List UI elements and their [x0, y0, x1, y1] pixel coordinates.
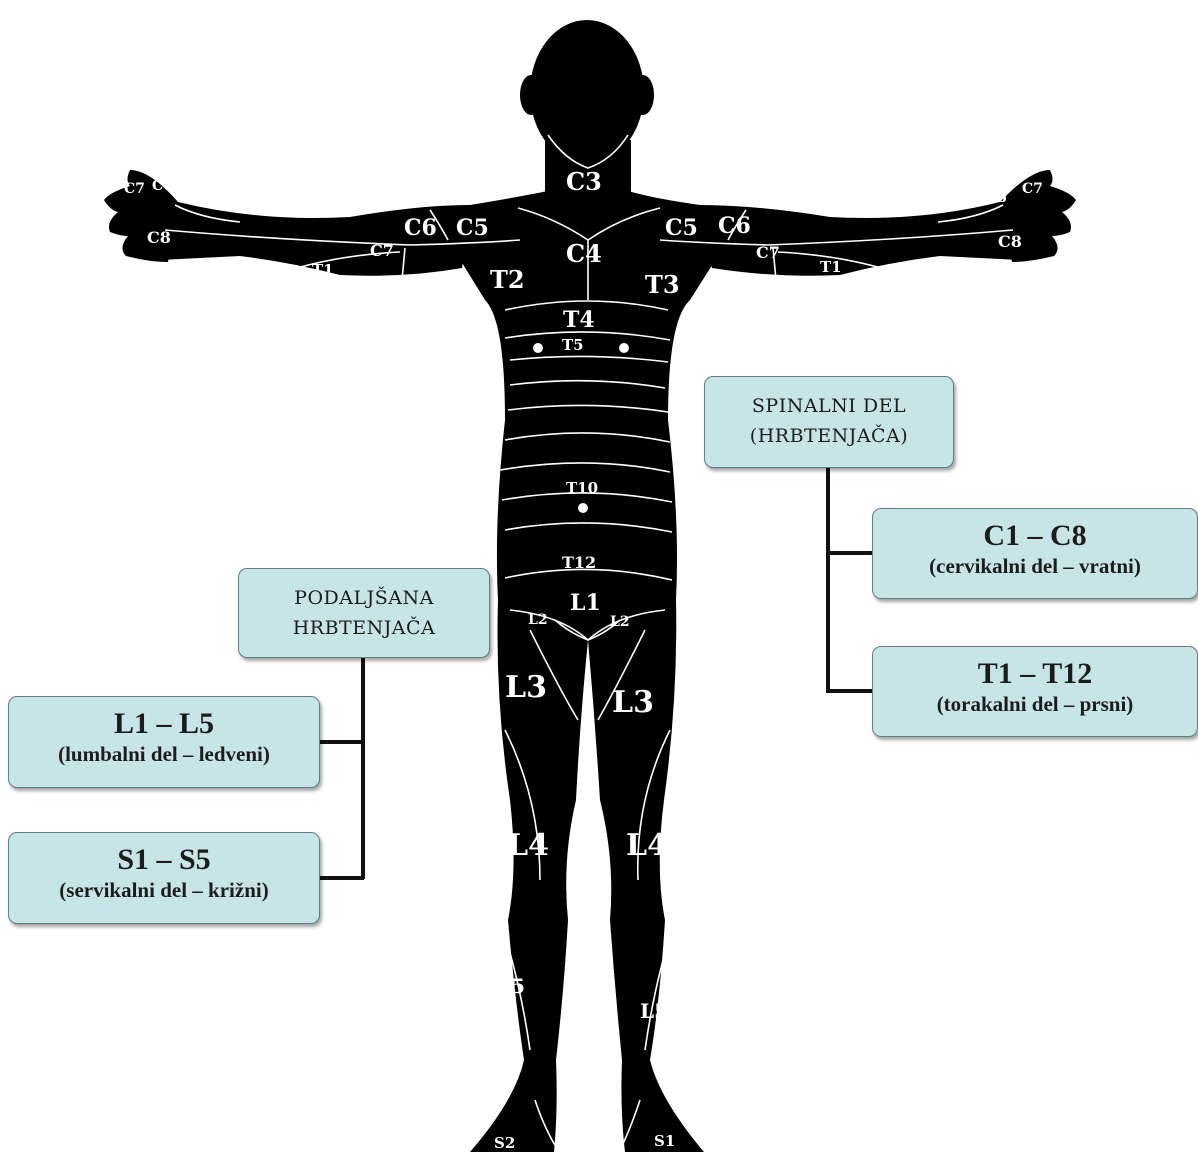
connector-right-t — [826, 689, 874, 693]
box-podaljsana-hrbtenjaca: PODALJŠANA HRBTENJAČA — [238, 568, 490, 658]
box-spinalni-del: SPINALNI DEL (HRBTENJAČA) — [704, 376, 954, 468]
box-t1-t12: T1 – T12 (torakalni del – prsni) — [872, 646, 1198, 737]
label-l4-right: L4 — [626, 828, 668, 863]
label-l5-right: L5 — [640, 999, 668, 1023]
label-t5: T5 — [562, 336, 584, 354]
label-l3-right: L3 — [612, 685, 654, 720]
box-s1-s5: S1 – S5 (servikalni del – križni) — [8, 832, 320, 924]
label-c6-hand-right: C6 — [986, 190, 1007, 206]
box-c1-c8-subtitle: (cervikalni del – vratni) — [873, 553, 1197, 579]
label-c4: C4 — [566, 239, 602, 268]
label-c8-right: C8 — [998, 232, 1022, 251]
label-t3: T3 — [645, 270, 680, 299]
label-c7-hand-left: C7 — [124, 181, 145, 197]
label-c7-hand-right: C7 — [1022, 181, 1043, 197]
label-c6-left: C6 — [404, 215, 437, 241]
label-l5-left: L5 — [497, 974, 525, 998]
box-c1-c8: C1 – C8 (cervikalni del – vratni) — [872, 508, 1198, 599]
label-c5-left: C5 — [456, 215, 489, 241]
label-l2-left: L2 — [528, 612, 548, 628]
box-t1-t12-title: T1 – T12 — [873, 657, 1197, 691]
label-s2: S2 — [494, 1134, 515, 1152]
box-l1-l5-title: L1 – L5 — [9, 707, 319, 741]
label-l1: L1 — [570, 590, 601, 616]
connector-right-vertical — [826, 468, 830, 692]
label-c7-right: C7 — [756, 243, 780, 262]
umbilicus-dot — [578, 503, 588, 513]
connector-left-vertical — [361, 656, 365, 879]
box-l1-l5: L1 – L5 (lumbalni del – ledveni) — [8, 696, 320, 788]
connector-left-l — [318, 740, 364, 744]
label-c6-right: C6 — [718, 213, 751, 239]
right-nipple-dot — [619, 343, 629, 353]
connector-left-s — [318, 876, 364, 880]
label-t10: T10 — [566, 479, 598, 497]
label-c3: C3 — [566, 167, 602, 196]
connector-right-c — [826, 551, 874, 555]
label-c5-right: C5 — [665, 215, 698, 241]
box-c1-c8-title: C1 – C8 — [873, 519, 1197, 553]
label-l4-left: L4 — [507, 828, 549, 863]
label-t2: T2 — [490, 265, 525, 294]
box-podaljsana-line2: HRBTENJAČA — [239, 613, 489, 643]
box-s1-s5-subtitle: (servikalni del – križni) — [9, 877, 319, 903]
label-c8-left: C8 — [147, 228, 171, 247]
box-l1-l5-subtitle: (lumbalni del – ledveni) — [9, 741, 319, 767]
left-nipple-dot — [533, 343, 543, 353]
label-t1-right: T1 — [820, 258, 842, 276]
label-l2-right: L2 — [610, 614, 630, 630]
label-t12: T12 — [562, 553, 596, 572]
label-c6-hand-left: C6 — [152, 178, 173, 194]
label-t1-left: T1 — [312, 261, 334, 279]
label-t4: T4 — [563, 307, 595, 333]
box-spinalni-line2: (HRBTENJAČA) — [705, 421, 953, 451]
label-s1: S1 — [654, 1132, 675, 1150]
box-spinalni-line1: SPINALNI DEL — [705, 391, 953, 421]
label-l3-left: L3 — [505, 670, 547, 705]
box-t1-t12-subtitle: (torakalni del – prsni) — [873, 691, 1197, 717]
box-s1-s5-title: S1 – S5 — [9, 843, 319, 877]
label-c7-left: C7 — [370, 241, 394, 260]
box-podaljsana-line1: PODALJŠANA — [239, 583, 489, 613]
